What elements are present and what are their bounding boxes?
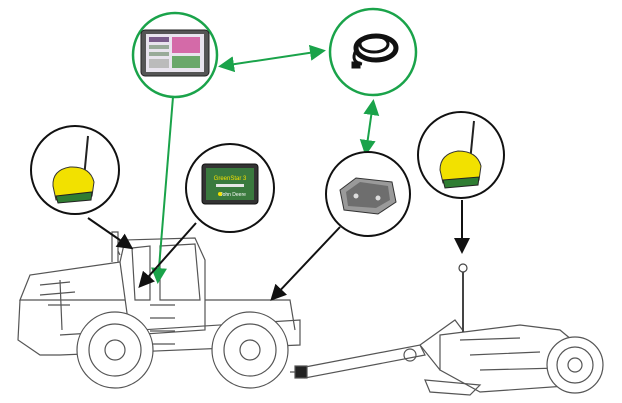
cable-callout[interactable] — [328, 7, 418, 97]
display-screen-text: GreenStar 3 — [214, 176, 247, 182]
gps-receiver-icon — [52, 135, 95, 204]
tablet-to-cable-arrow — [218, 44, 326, 73]
receiver-right-callout[interactable] — [417, 111, 505, 199]
tractor — [17, 231, 330, 389]
receiver-left-callout[interactable] — [30, 125, 120, 215]
scraper — [294, 263, 604, 396]
cable-coil-icon — [351, 33, 399, 69]
controller-callout[interactable] — [325, 151, 411, 237]
display-arrow — [138, 222, 197, 288]
receiver-left-arrow — [87, 217, 134, 250]
tablet-to-tractor-arrow — [151, 96, 174, 284]
cable-to-controller-arrow — [359, 99, 380, 156]
display-callout[interactable]: GreenStar 3 John Deere — [185, 143, 275, 233]
tablet-icon — [140, 29, 210, 77]
gps-receiver-icon — [439, 120, 482, 189]
controller-icon — [339, 177, 397, 215]
tablet-callout[interactable] — [131, 11, 219, 99]
controller-arrow — [270, 226, 341, 301]
display-icon: GreenStar 3 John Deere — [201, 163, 259, 205]
connections — [87, 44, 470, 301]
display-brand-text: John Deere — [220, 192, 246, 198]
